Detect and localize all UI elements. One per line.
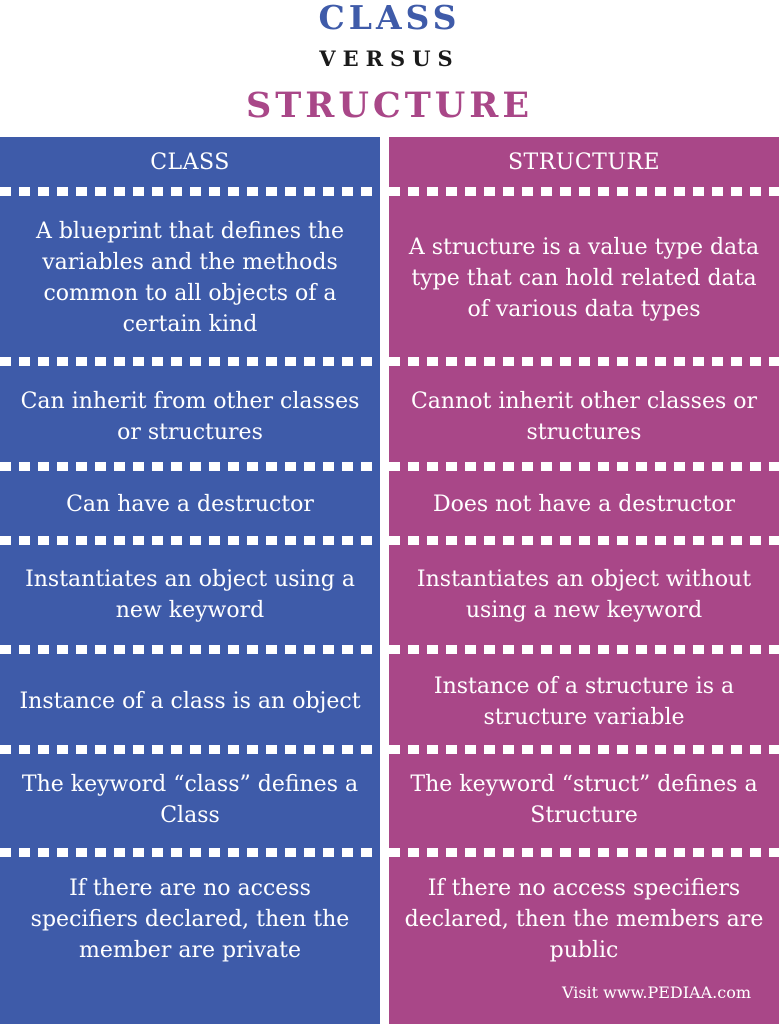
class-row-access: If there are no access specifiers declar… bbox=[30, 876, 350, 963]
structure-column-header: STRUCTURE bbox=[507, 149, 661, 175]
dotted-separator bbox=[0, 536, 380, 545]
structure-row-keyword: The keyword “struct” defines a Structure bbox=[410, 771, 758, 828]
title-class: CLASS bbox=[318, 0, 461, 37]
title-versus: VERSUS bbox=[319, 46, 460, 71]
dotted-separator bbox=[389, 848, 779, 857]
structure-row-destructor: Does not have a destructor bbox=[432, 492, 736, 517]
class-column: CLASS A blueprint that defines the varia… bbox=[0, 137, 380, 1024]
dotted-separator bbox=[389, 536, 779, 545]
title-structure: STRUCTURE bbox=[245, 85, 534, 126]
class-row-destructor: Can have a destructor bbox=[66, 492, 314, 517]
dotted-separator bbox=[0, 187, 380, 196]
class-column-header: CLASS bbox=[150, 149, 230, 175]
dotted-separator bbox=[389, 745, 779, 754]
structure-row-inheritance: Cannot inherit other classes or structur… bbox=[410, 388, 758, 445]
dotted-separator bbox=[389, 357, 779, 366]
structure-row-access: If there no access specifiers declared, … bbox=[404, 876, 764, 963]
class-row-instance: Instance of a class is an object bbox=[19, 689, 361, 714]
class-row-instantiation: Instantiates an object using a new keywo… bbox=[25, 566, 355, 623]
dotted-separator bbox=[0, 645, 380, 654]
structure-column: STRUCTURE A structure is a value type da… bbox=[389, 137, 779, 1024]
dotted-separator bbox=[389, 462, 779, 471]
dotted-separator bbox=[0, 745, 380, 754]
dotted-separator bbox=[389, 187, 779, 196]
dotted-separator bbox=[0, 462, 380, 471]
structure-row-instantiation: Instantiates an object without using a n… bbox=[416, 566, 752, 623]
class-row-definition: A blueprint that defines the variables a… bbox=[35, 219, 345, 337]
structure-row-definition: A structure is a value type data type th… bbox=[408, 234, 760, 322]
structure-row-instance: Instance of a structure is a structure v… bbox=[433, 673, 735, 730]
dotted-separator bbox=[0, 848, 380, 857]
class-row-inheritance: Can inherit from other classes or struct… bbox=[20, 388, 360, 445]
footer-credit: Visit www.PEDIAA.com bbox=[561, 983, 751, 1002]
class-row-keyword: The keyword “class” defines a Class bbox=[21, 771, 359, 828]
dotted-separator bbox=[389, 645, 779, 654]
dotted-separator bbox=[0, 357, 380, 366]
